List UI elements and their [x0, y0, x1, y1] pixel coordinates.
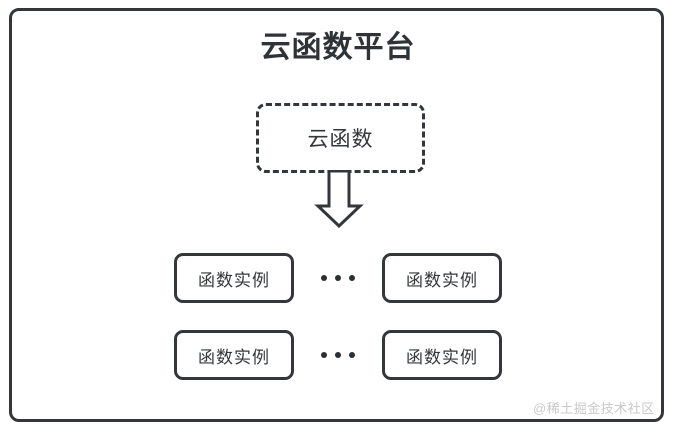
cloud-function-label: 云函数: [307, 128, 374, 151]
function-instance-label: 函数实例: [198, 347, 270, 367]
ellipsis-dot: [349, 352, 355, 358]
ellipsis-dot: [335, 275, 341, 281]
ellipsis-dot: [349, 275, 355, 281]
instance-row: 函数实例 函数实例: [0, 253, 676, 303]
function-instance-box: 函数实例: [382, 253, 502, 303]
ellipsis-dot: [335, 352, 341, 358]
ellipsis-dot: [321, 275, 327, 281]
function-instance-label: 函数实例: [406, 270, 478, 290]
ellipsis-icon: [294, 253, 382, 303]
ellipsis-dot: [321, 352, 327, 358]
function-instance-box: 函数实例: [382, 330, 502, 380]
function-instance-box: 函数实例: [174, 330, 294, 380]
function-instance-label: 函数实例: [198, 270, 270, 290]
down-block-arrow-icon: [313, 169, 365, 229]
instance-row: 函数实例 函数实例: [0, 330, 676, 380]
function-instance-label: 函数实例: [406, 347, 478, 367]
cloud-function-node: 云函数: [256, 103, 425, 173]
ellipsis-icon: [294, 330, 382, 380]
function-instance-box: 函数实例: [174, 253, 294, 303]
page-title: 云函数平台: [260, 31, 416, 64]
watermark: @稀土掘金技术社区: [533, 401, 655, 416]
